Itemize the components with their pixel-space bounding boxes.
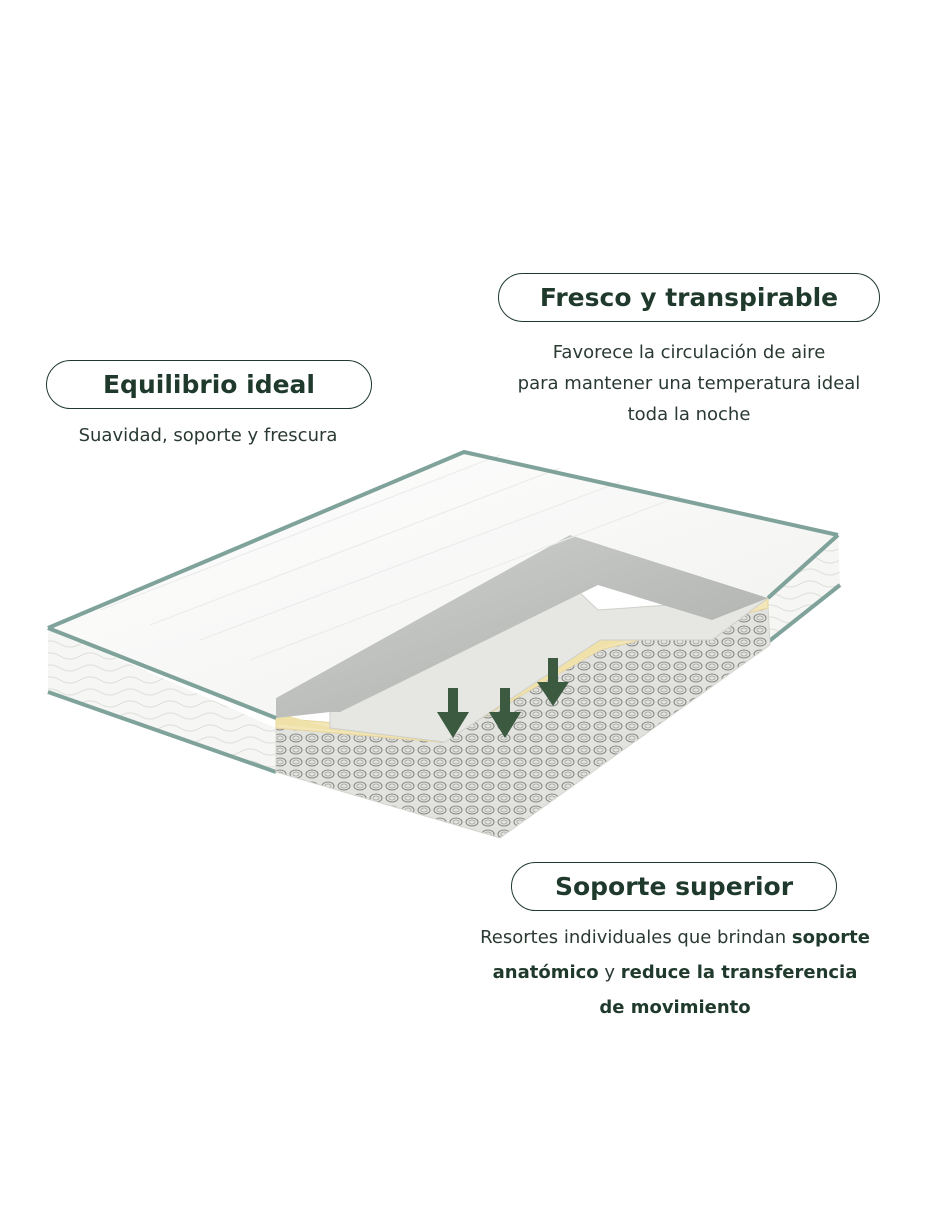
description-line: Resortes individuales que brindan soport…	[430, 920, 920, 955]
pressure-arrow-icon	[437, 688, 469, 738]
text-bold: reduce la transferencia	[620, 962, 858, 983]
mattress-side-right	[766, 535, 842, 644]
cooling-foam-layer	[276, 535, 768, 718]
description-line: Favorece la circulación de aire	[552, 342, 826, 363]
fresco-transpirable-title: Fresco y transpirable	[539, 283, 839, 312]
soporte-superior-badge: Soporte superior	[511, 862, 837, 911]
fresco-transpirable-description: Favorece la circulación de aire para man…	[470, 337, 908, 430]
fresco-transpirable-badge: Fresco y transpirable	[498, 273, 880, 322]
pressure-arrow-icon	[537, 658, 569, 706]
mattress-side-left	[47, 628, 277, 774]
description-line: Suavidad, soporte y frescura	[78, 425, 338, 446]
description-line: para mantener una temperatura ideal	[517, 373, 861, 394]
mattress-top-cover	[48, 452, 838, 718]
pressure-arrow-icon	[489, 688, 521, 738]
equilibrio-ideal-badge: Equilibrio ideal	[46, 360, 372, 409]
equilibrio-ideal-description: Suavidad, soporte y frescura	[30, 420, 386, 451]
text-bold: soporte	[791, 927, 870, 948]
description-line: de movimiento	[430, 990, 920, 1025]
soporte-superior-description: Resortes individuales que brindan soport…	[430, 920, 920, 1025]
text-regular: y	[598, 962, 621, 983]
description-line: toda la noche	[627, 404, 751, 425]
description-line: anatómico y reduce la transferencia	[430, 955, 920, 990]
equilibrio-ideal-title: Equilibrio ideal	[102, 370, 315, 399]
text-bold: anatómico	[492, 962, 599, 983]
text-bold: de movimiento	[599, 997, 751, 1018]
text-regular: Resortes individuales que brindan	[480, 927, 792, 948]
soporte-superior-title: Soporte superior	[554, 872, 794, 901]
